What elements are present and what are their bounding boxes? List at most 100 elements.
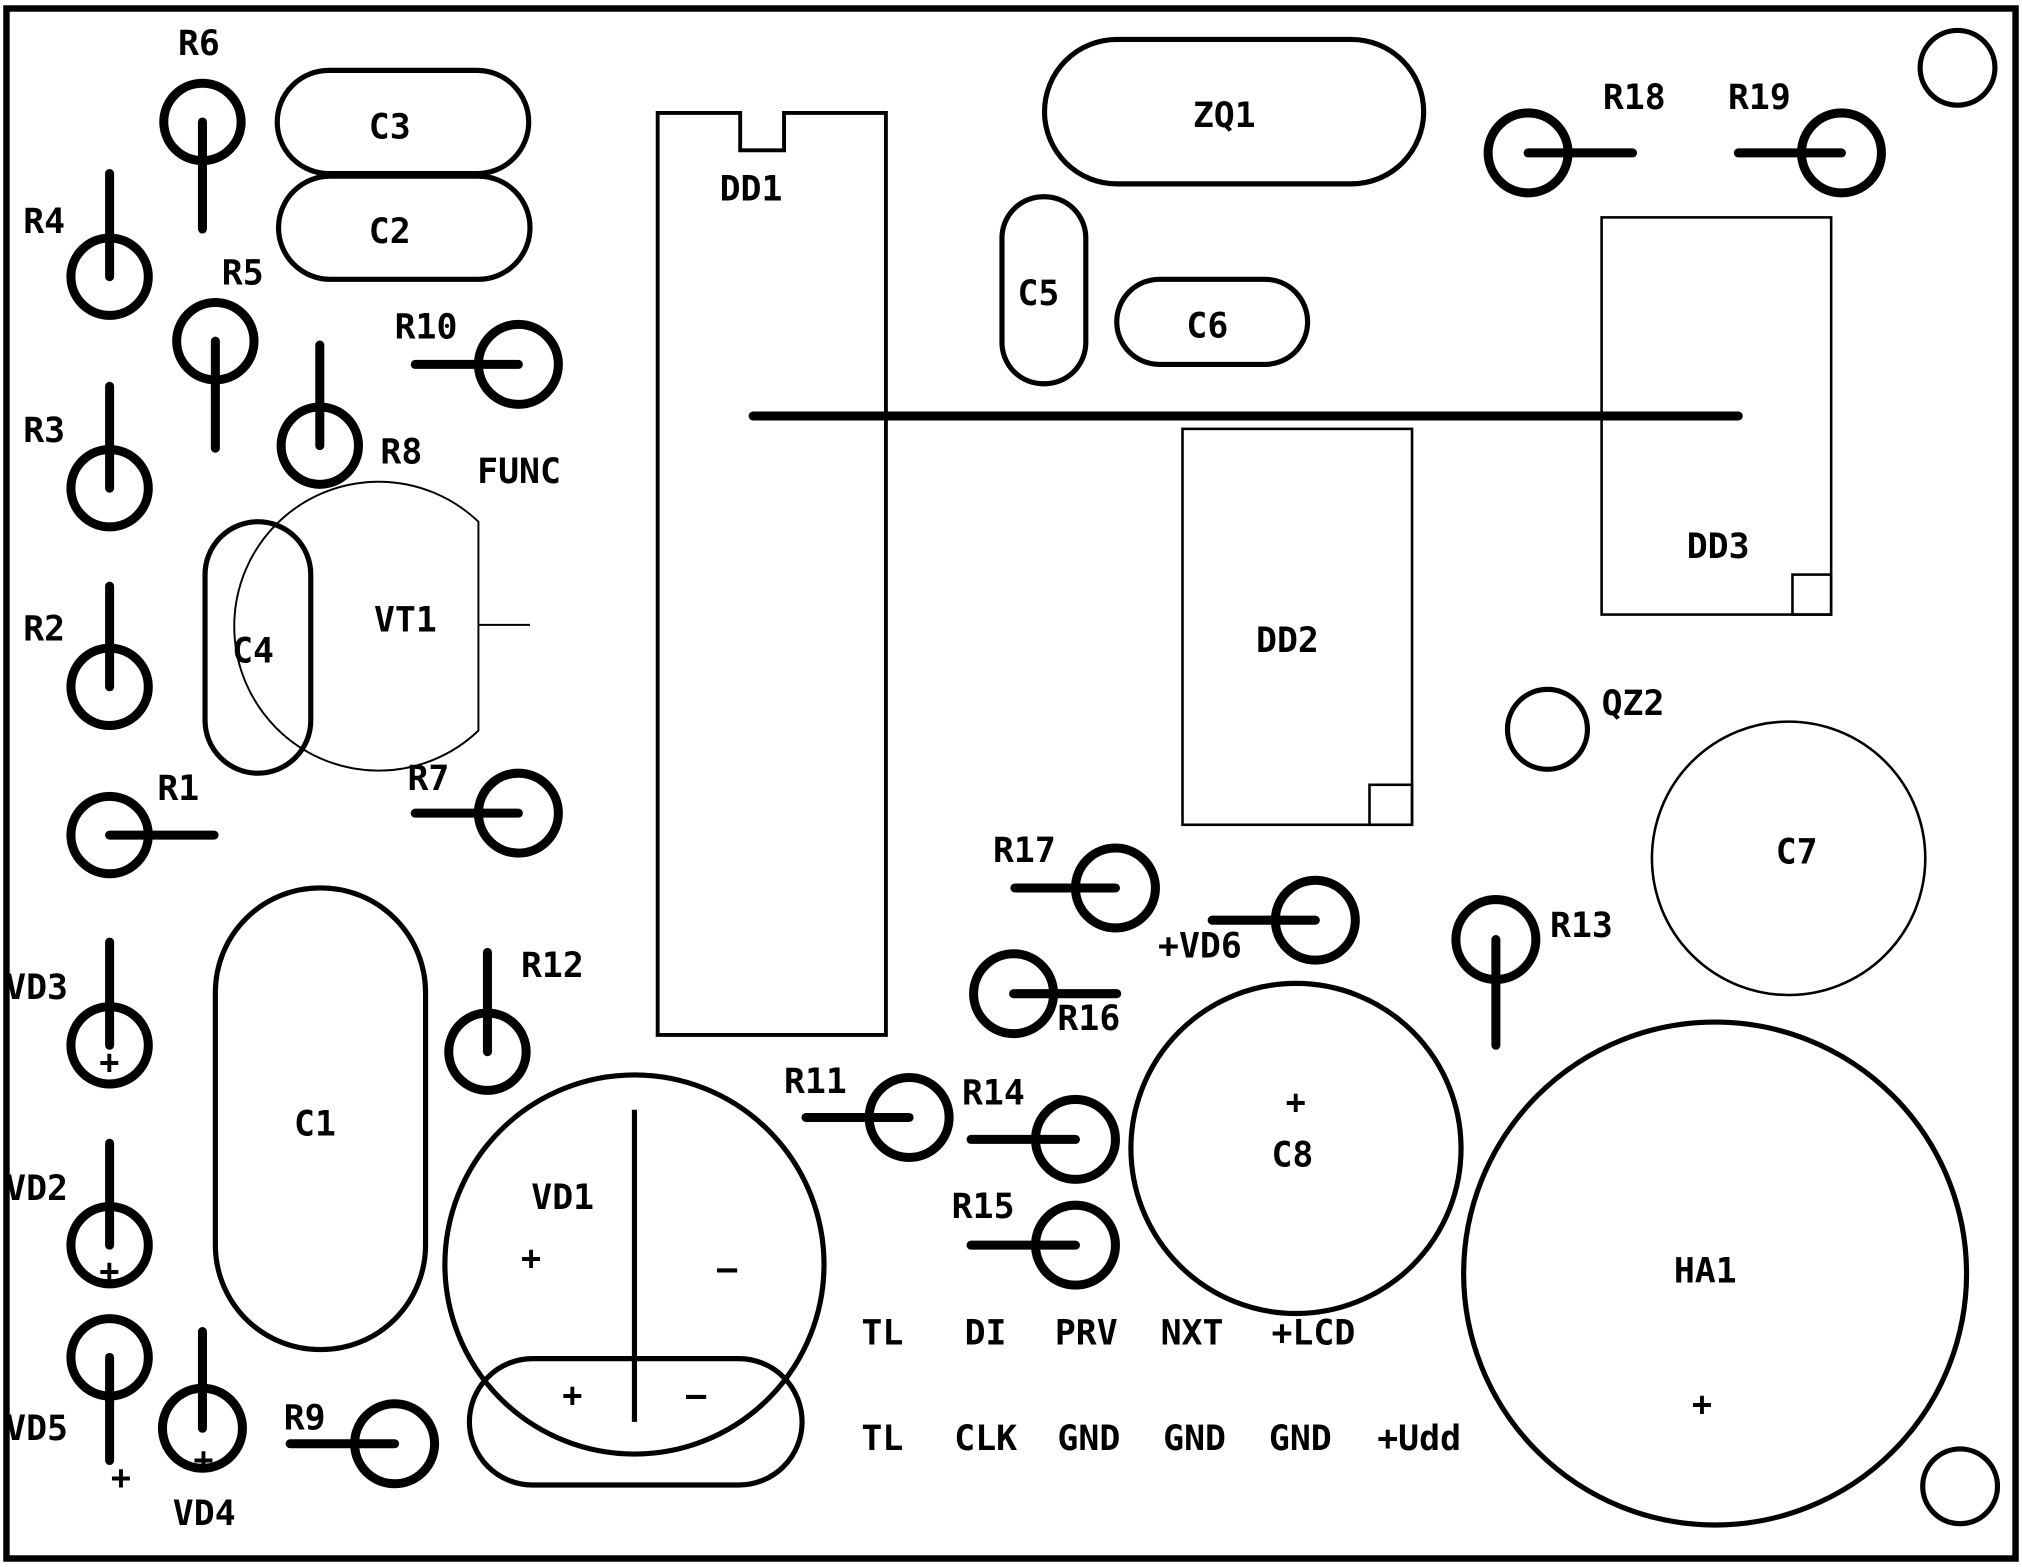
label-C3: C3 [369,108,411,148]
capacitor-C6: C6 [1114,276,1311,367]
label-C4: C4 [232,631,274,671]
label-VD6: +VD6 [1158,927,1242,967]
connector-label: +LCD [1271,1313,1355,1353]
vd1-plus-sign: + [521,1239,541,1278]
label-C8: C8 [1271,1135,1313,1175]
label-R16: R16 [1057,999,1120,1039]
label-R1: R1 [157,769,199,809]
resistor-R19: R19 [1728,78,1886,198]
capacitor-C2: C2 [275,173,533,282]
label-R10: R10 [395,308,458,348]
vd2-plus-sign: + [99,1252,119,1291]
vd4-plus-sign: + [193,1440,213,1479]
ha1-plus-sign: + [1692,1384,1712,1423]
connector-labels-row2: TL CLK GND GND GND +Udd [861,1419,1461,1459]
label-C5: C5 [1017,274,1059,314]
resistor-R2: R2 [23,581,153,730]
label-R4: R4 [23,202,65,242]
diode-VD3: + VD3 [5,937,153,1089]
connector-label: PRV [1055,1313,1118,1353]
label-VT1: VT1 [374,600,437,640]
capacitor-C5: C5 [999,194,1089,387]
resistor-R4: R4 [23,169,153,320]
label-R2: R2 [23,609,65,649]
vd1-pad-minus-sign: – [686,1375,707,1414]
vd3-plus-sign: + [99,1043,119,1082]
connector-label: TL [861,1419,903,1459]
ic-DD3: DD3 [1600,216,1833,616]
label-R8: R8 [380,433,422,473]
buzzer-HA1: HA1 + [1461,1019,1970,1528]
connector-label: TL [861,1313,903,1353]
board-outline [3,5,2019,1562]
resistor-R11: R11 [784,1062,954,1162]
label-VD1: VD1 [531,1178,594,1218]
diode-VD4: + VD4 [157,1327,247,1534]
label-C7: C7 [1776,832,1818,872]
resistor-R18: R18 [1483,78,1666,198]
label-R9: R9 [284,1399,326,1439]
label-QZ2: QZ2 [1602,684,1665,724]
label-VD5: VD5 [5,1409,68,1449]
label-R12: R12 [521,946,584,986]
label-R5: R5 [222,253,264,293]
label-HA1: HA1 [1674,1252,1737,1292]
diode-VD2: + VD2 [5,1138,153,1291]
connector-label: CLK [954,1419,1017,1459]
label-R3: R3 [23,411,65,451]
diode-VD6: +VD6 [1158,875,1360,967]
resistor-R13: R13 [1451,895,1613,1050]
label-C2: C2 [369,212,411,252]
connector-label: GND [1163,1419,1226,1459]
connector-labels-row1: TL DI PRV NXT +LCD [861,1313,1355,1353]
resistor-R16: R16 [969,949,1122,1039]
label-C6: C6 [1186,306,1228,346]
mounting-hole-top-right [1917,27,1998,108]
resistor-R1: R1 [66,769,219,879]
resistor-R5: R5 [172,253,264,453]
vd1-minus-sign: – [717,1249,738,1288]
label-DD2: DD2 [1256,621,1319,661]
resistor-R12: R12 [444,946,584,1095]
connector-label: GND [1269,1419,1332,1459]
label-R19: R19 [1728,78,1791,118]
connector-label: DI [965,1313,1007,1353]
label-VD2: VD2 [5,1169,68,1209]
label-FUNC: FUNC [477,452,561,492]
resistor-R9: R9 [284,1399,440,1489]
label-ZQ1: ZQ1 [1193,96,1256,136]
resistor-R10: R10 [395,308,563,409]
label-R11: R11 [784,1062,847,1102]
connector-label: +Udd [1377,1419,1461,1459]
label-C1: C1 [294,1105,336,1145]
ic-DD2: DD2 [1181,427,1414,827]
resistor-R15: R15 [952,1187,1120,1290]
label-R14: R14 [962,1074,1025,1114]
resistor-R6: R6 [159,24,246,234]
resistor-R8: R8 [276,340,422,489]
resistor-R7: R7 [407,759,563,858]
mounting-hole-bottom-right [1920,1446,2001,1527]
label-R6: R6 [178,24,220,64]
capacitor-C8: + C8 [1128,980,1464,1317]
vd5-plus-sign: + [111,1458,131,1497]
label-DD3: DD3 [1687,527,1750,567]
label-VD3: VD3 [5,968,68,1008]
label-R15: R15 [952,1187,1015,1227]
resistor-R3: R3 [23,381,153,532]
c8-plus-sign: + [1286,1083,1306,1122]
resistor-R17: R17 [993,831,1160,933]
label-R7: R7 [407,759,449,799]
diode-VD5: + VD5 [5,1314,153,1497]
connector-label: GND [1057,1419,1120,1459]
diode-bridge-VD1: VD1 + – + – [442,1072,827,1488]
label-R17: R17 [993,831,1056,871]
label-DD1: DD1 [720,170,783,210]
ic-DD1: DD1 [655,111,888,1037]
vd1-pad-plus-sign: + [562,1375,582,1414]
capacitor-C1: C1 [212,885,429,1353]
transistor-VT1: VT1 [233,480,531,772]
label-R13: R13 [1550,906,1613,946]
label-R18: R18 [1603,78,1666,118]
